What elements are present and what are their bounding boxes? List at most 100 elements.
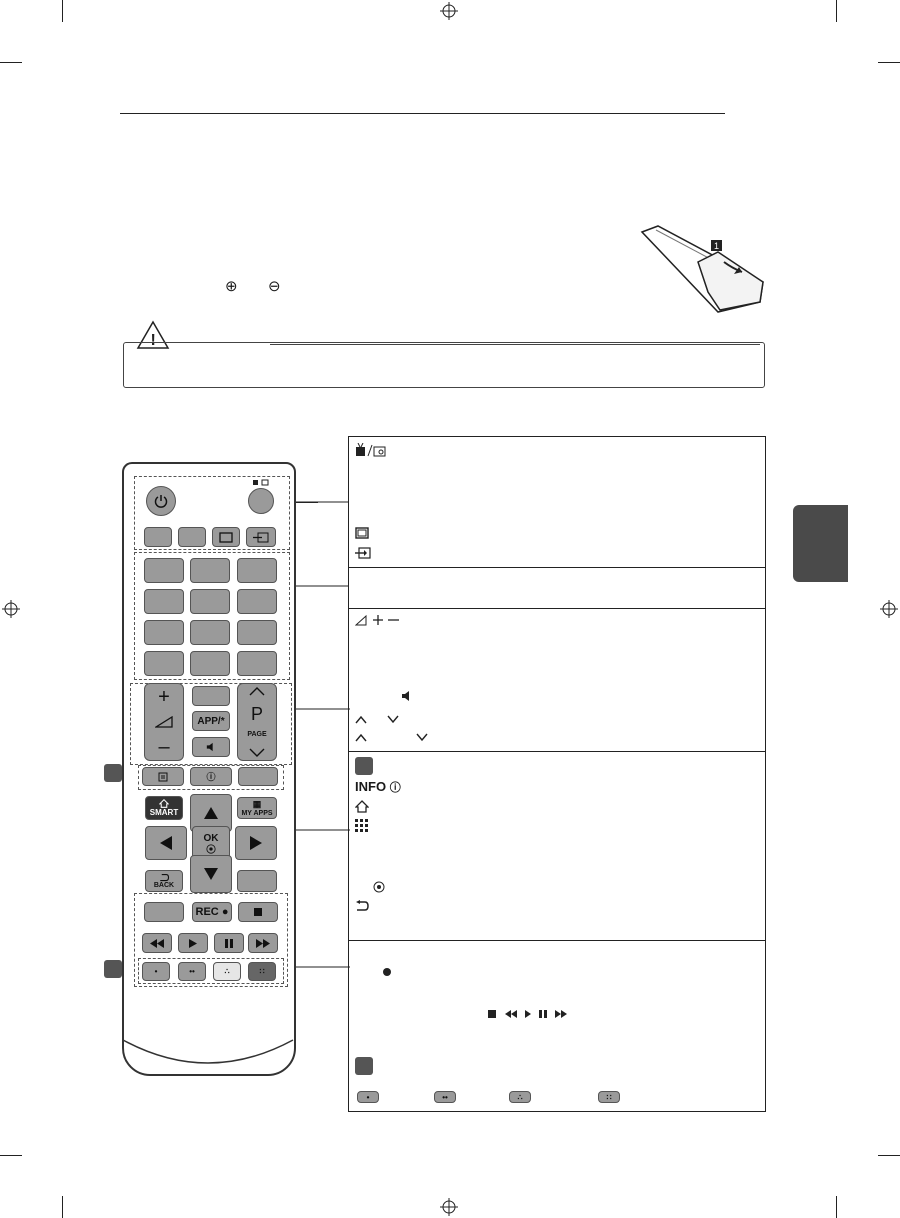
red-key-button[interactable]: • — [142, 962, 170, 981]
callout-line — [286, 585, 348, 587]
pause-button[interactable] — [214, 933, 244, 953]
number-button[interactable] — [144, 589, 184, 614]
panel-yellow-key: ∴ — [509, 1091, 531, 1103]
callout-badge-2 — [355, 1057, 373, 1075]
channel-up-icon — [249, 687, 265, 696]
fast-forward-icon — [256, 938, 270, 948]
group-color — [138, 958, 284, 984]
info-button[interactable]: ⓘ — [190, 767, 232, 786]
power-icon — [154, 495, 168, 508]
remote-bottom — [122, 1039, 294, 1064]
remote-button[interactable] — [178, 527, 206, 547]
number-button[interactable] — [237, 651, 277, 676]
power-button[interactable] — [146, 486, 176, 516]
mute-icon — [402, 691, 409, 701]
remote-button[interactable] — [238, 767, 278, 786]
crop-mark — [0, 62, 22, 63]
callout-badge-1 — [355, 757, 373, 775]
callout-line — [288, 708, 350, 710]
registration-mark-icon — [440, 1198, 458, 1216]
rec-button[interactable]: REC ● — [192, 902, 232, 922]
crop-mark — [836, 1196, 837, 1218]
remote-badge-2 — [104, 960, 122, 978]
group-power — [134, 476, 290, 550]
green-key-button[interactable]: •• — [178, 962, 206, 981]
back-button[interactable]: BACK — [145, 870, 183, 892]
group-info — [138, 765, 284, 790]
smart-button[interactable]: SMART — [145, 796, 183, 820]
left-arrow-icon — [160, 836, 172, 850]
number-button[interactable] — [237, 620, 277, 645]
home-icon — [159, 799, 169, 808]
remote-button[interactable] — [144, 902, 184, 922]
channel-rocker[interactable]: P PAGE — [237, 683, 277, 761]
stop-button[interactable] — [238, 902, 278, 922]
button-description-panel: INFO ⓘ • •• ∴ ∷ — [348, 436, 766, 1112]
app-button[interactable]: APP/* — [192, 711, 230, 731]
number-button[interactable] — [190, 589, 230, 614]
number-button[interactable] — [237, 589, 277, 614]
remote-button[interactable] — [144, 527, 172, 547]
fast-forward-button[interactable] — [248, 933, 278, 953]
battery-plus-symbol: ⊕ — [225, 278, 238, 295]
tv-rad-button[interactable] — [248, 488, 274, 514]
volume-down-icon: – — [158, 736, 170, 758]
play-button[interactable] — [178, 933, 208, 953]
tv-radio-icon — [356, 443, 386, 457]
svg-text:!: ! — [151, 332, 156, 349]
mute-icon — [206, 742, 213, 752]
nav-right-button[interactable] — [235, 826, 277, 860]
volume-up-icon: + — [158, 686, 170, 708]
section-tab — [793, 505, 848, 582]
number-button[interactable] — [190, 651, 230, 676]
page-label: PAGE — [247, 731, 267, 739]
crop-mark — [62, 1196, 63, 1218]
volume-rocker[interactable]: + – — [144, 683, 184, 761]
channel-up-down-icon — [355, 715, 399, 724]
stop-icon — [254, 908, 262, 916]
crop-mark — [836, 0, 837, 22]
ok-icon — [373, 881, 385, 893]
caution-icon: ! — [136, 320, 170, 349]
yellow-key-button[interactable]: ∴ — [213, 962, 241, 981]
number-button[interactable] — [190, 558, 230, 583]
input-button[interactable] — [246, 527, 276, 547]
group-numbers — [134, 552, 290, 680]
teletext-icon — [158, 772, 168, 781]
page-up-down-icon — [355, 733, 428, 742]
rewind-button[interactable] — [142, 933, 172, 953]
panel-separator — [349, 940, 765, 941]
panel-red-key: • — [357, 1091, 379, 1103]
number-button[interactable] — [237, 558, 277, 583]
info-label: INFO ⓘ — [355, 779, 401, 794]
screen-ratio-icon — [355, 527, 369, 539]
number-button[interactable] — [144, 651, 184, 676]
blue-key-button[interactable]: ∷ — [248, 962, 276, 981]
number-button[interactable] — [190, 620, 230, 645]
ratio-button[interactable] — [212, 527, 240, 547]
nav-up-button[interactable] — [190, 794, 232, 832]
my-apps-button[interactable]: ▦ MY APPS — [237, 797, 277, 819]
channel-down-icon — [249, 748, 265, 757]
record-icon — [383, 968, 391, 976]
group-volume-channel — [130, 683, 292, 765]
teletext-button[interactable] — [142, 767, 184, 786]
remote-button[interactable] — [237, 870, 277, 892]
caution-box — [123, 342, 765, 388]
number-button[interactable] — [144, 558, 184, 583]
registration-mark-icon — [2, 600, 20, 618]
nav-down-button[interactable] — [190, 855, 232, 893]
panel-separator — [349, 751, 765, 752]
back-icon — [356, 900, 369, 911]
pause-icon — [225, 938, 233, 948]
header-rule — [120, 113, 725, 114]
up-arrow-icon — [204, 807, 218, 819]
battery-minus-symbol: ⊖ — [268, 278, 281, 295]
number-button[interactable] — [144, 620, 184, 645]
crop-mark — [62, 0, 63, 22]
battery-cover-illustration: 1 — [640, 225, 764, 313]
remote-button[interactable] — [192, 686, 230, 706]
mute-button[interactable] — [192, 737, 230, 757]
callout-line — [288, 501, 348, 503]
nav-left-button[interactable] — [145, 826, 187, 860]
